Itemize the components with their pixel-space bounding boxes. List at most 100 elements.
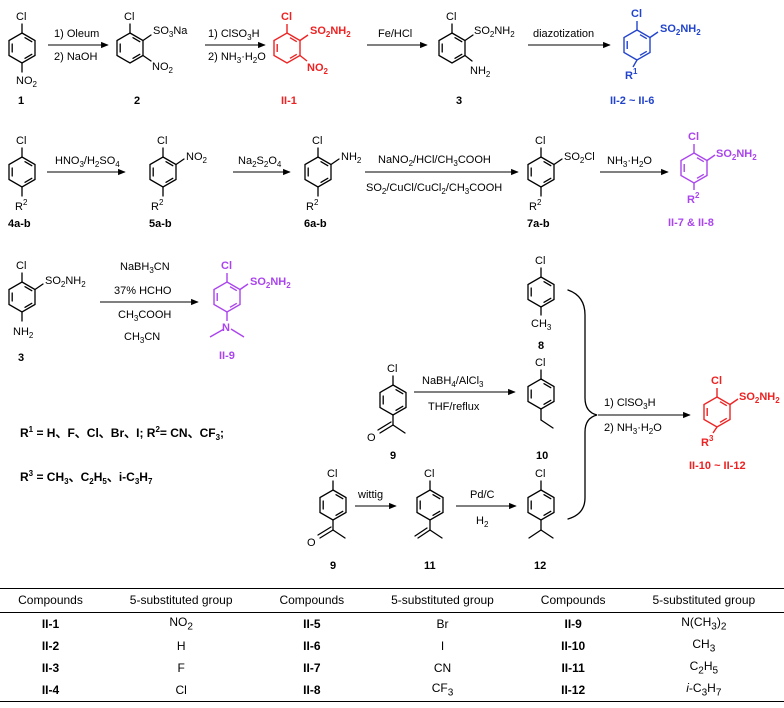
col-header-compounds-1: Compounds	[0, 588, 101, 613]
reagent-h2: H2	[476, 515, 489, 529]
reagent-so2-cucl: SO2/CuCl/CuCl2/CH3COOH	[366, 182, 502, 196]
table-cell-compound: II-7	[303, 661, 321, 675]
svg-text:N: N	[222, 322, 230, 334]
label-compound-3: 3	[456, 95, 462, 107]
reagent-thf-reflux: THF/reflux	[428, 401, 480, 413]
svg-text:Cl: Cl	[535, 357, 545, 369]
svg-text:Cl: Cl	[424, 468, 434, 480]
svg-text:R2: R2	[687, 191, 700, 206]
table-cell-compound: II-10	[561, 639, 586, 653]
label-compound-II-9: II-9	[219, 350, 235, 362]
compound-II-2-to-II-6: Cl SO2NH2 R1 II-2 ~ II-6	[610, 8, 701, 107]
svg-text:SO2NH2: SO2NH2	[716, 148, 757, 162]
reagent-nano2: NaNO2/HCl/CH3COOH	[378, 154, 491, 168]
svg-text:SO2Cl: SO2Cl	[564, 151, 595, 165]
legend-r1-r2: R1 = H、F、Cl、Br、I; R2= CN、CF3;	[20, 425, 224, 442]
table-cell-group: Br	[436, 617, 449, 631]
compound-3: Cl SO2NH2 NH2 3	[438, 11, 515, 107]
svg-text:Cl: Cl	[327, 468, 337, 480]
svg-text:Cl: Cl	[281, 11, 292, 23]
label-compound-4a-b: 4a-b	[8, 218, 31, 230]
reagent-nh3-h2o-final: 2) NH3·H2O	[604, 422, 662, 436]
svg-text:Cl: Cl	[535, 135, 545, 147]
reagent-na2s2o4: Na2S2O4	[238, 155, 282, 169]
table-cell-group: I	[440, 639, 445, 653]
label-compound-9-lower: 9	[330, 560, 336, 572]
table-cell-compound: II-1	[41, 617, 60, 631]
label-compound-II-1: II-1	[281, 95, 297, 107]
svg-text:Cl: Cl	[124, 11, 134, 23]
svg-text:SO2NH2: SO2NH2	[310, 25, 351, 39]
table-header-row: Compounds 5-substituted group Compounds …	[0, 588, 784, 613]
substituent-table: Compounds 5-substituted group Compounds …	[0, 588, 784, 702]
label-compound-10: 10	[536, 450, 548, 462]
compound-1: Cl NO2 1	[8, 11, 38, 107]
label-compound-9-upper: 9	[390, 450, 396, 462]
svg-text:Cl: Cl	[631, 8, 642, 20]
compound-2: Cl SO3Na NO2 2	[116, 11, 188, 107]
svg-text:Cl: Cl	[535, 468, 545, 480]
compound-10: Cl 10	[527, 357, 555, 462]
col-header-compounds-3: Compounds	[522, 588, 624, 613]
label-compound-5a-b: 5a-b	[149, 218, 172, 230]
table-cell-group: i-C3H7	[623, 679, 784, 702]
table-cell-group: C2H5	[689, 659, 719, 677]
svg-text:SO2NH2: SO2NH2	[250, 276, 291, 290]
table-cell-compound: II-12	[522, 679, 624, 702]
svg-text:SO2NH2: SO2NH2	[45, 275, 86, 289]
compound-3-row3: Cl SO2NH2 NH2 3	[8, 260, 86, 364]
svg-text:Cl: Cl	[221, 260, 232, 272]
svg-text:NO2: NO2	[16, 75, 38, 89]
table-cell-compound: II-2	[41, 639, 60, 653]
label-compound-II-7-II-8: II-7 & II-8	[668, 217, 714, 229]
compound-II-10-II-12: Cl SO2NH2 R3 II-10 ~ II-12	[689, 375, 780, 472]
reagent-hno3-h2so4: HNO3/H2SO4	[55, 155, 120, 169]
table-cell-compound: II-5	[303, 617, 321, 631]
legend-r3: R3 = CH3、C2H5、i-C3H7	[20, 469, 153, 486]
compound-12: Cl 12	[527, 468, 555, 572]
svg-text:SO2NH2: SO2NH2	[474, 25, 515, 39]
svg-text:R2: R2	[151, 198, 164, 213]
compound-8: Cl CH3 8	[527, 255, 555, 352]
svg-text:Cl: Cl	[16, 135, 26, 147]
compound-11: Cl 11	[414, 468, 444, 572]
compound-6a-b: Cl NH2 R2 6a-b	[304, 135, 362, 230]
compound-II-1: Cl SO2NH2 NO2 II-1	[273, 11, 351, 107]
svg-text:Cl: Cl	[446, 11, 456, 23]
svg-text:R3: R3	[701, 434, 714, 449]
reagent-nabh4-alcl3: NaBH4/AlCl3	[422, 375, 484, 389]
label-compound-6a-b: 6a-b	[304, 218, 327, 230]
col-header-compounds-2: Compounds	[261, 588, 363, 613]
svg-text:SO2NH2: SO2NH2	[660, 23, 701, 37]
table-cell-group: NO2	[169, 615, 193, 633]
compound-9-upper: Cl O 9	[367, 363, 407, 462]
svg-text:NH2: NH2	[13, 326, 34, 340]
svg-text:R2: R2	[306, 198, 319, 213]
svg-text:SO2NH2: SO2NH2	[739, 391, 780, 405]
table-cell-group: F	[177, 661, 185, 675]
synthesis-scheme: Cl NO2 1 1) Oleum 2) NaOH Cl SO3Na NO2 2…	[8, 8, 780, 572]
svg-text:Cl: Cl	[312, 135, 322, 147]
compound-9-lower: Cl O 9	[307, 468, 347, 572]
table-cell-group: N(CH3)2	[681, 615, 727, 633]
compound-7a-b: Cl SO2Cl R2 7a-b	[527, 135, 595, 230]
col-header-group-2: 5-substituted group	[362, 588, 523, 613]
compound-II-9: Cl SO2NH2 N II-9	[209, 260, 291, 362]
svg-text:O: O	[307, 537, 316, 549]
atom-cl: Cl	[16, 11, 26, 23]
label-compound-3-row3: 3	[18, 352, 24, 364]
table-cell-compound: II-6	[303, 639, 321, 653]
label-compound-7a-b: 7a-b	[527, 218, 550, 230]
svg-text:Cl: Cl	[711, 375, 722, 387]
col-header-group-3: 5-substituted group	[623, 588, 784, 613]
svg-text:NO2: NO2	[186, 151, 208, 165]
reagent-diazotization: diazotization	[533, 28, 594, 40]
svg-text:O: O	[367, 432, 376, 444]
table-cell-compound: II-9	[564, 617, 582, 631]
reagent-clso3h: 1) ClSO3H	[208, 28, 260, 42]
table-cell-group: CN	[433, 661, 452, 675]
svg-text:NH2: NH2	[341, 151, 362, 165]
compound-5a-b: Cl NO2 R2 5a-b	[149, 135, 208, 230]
